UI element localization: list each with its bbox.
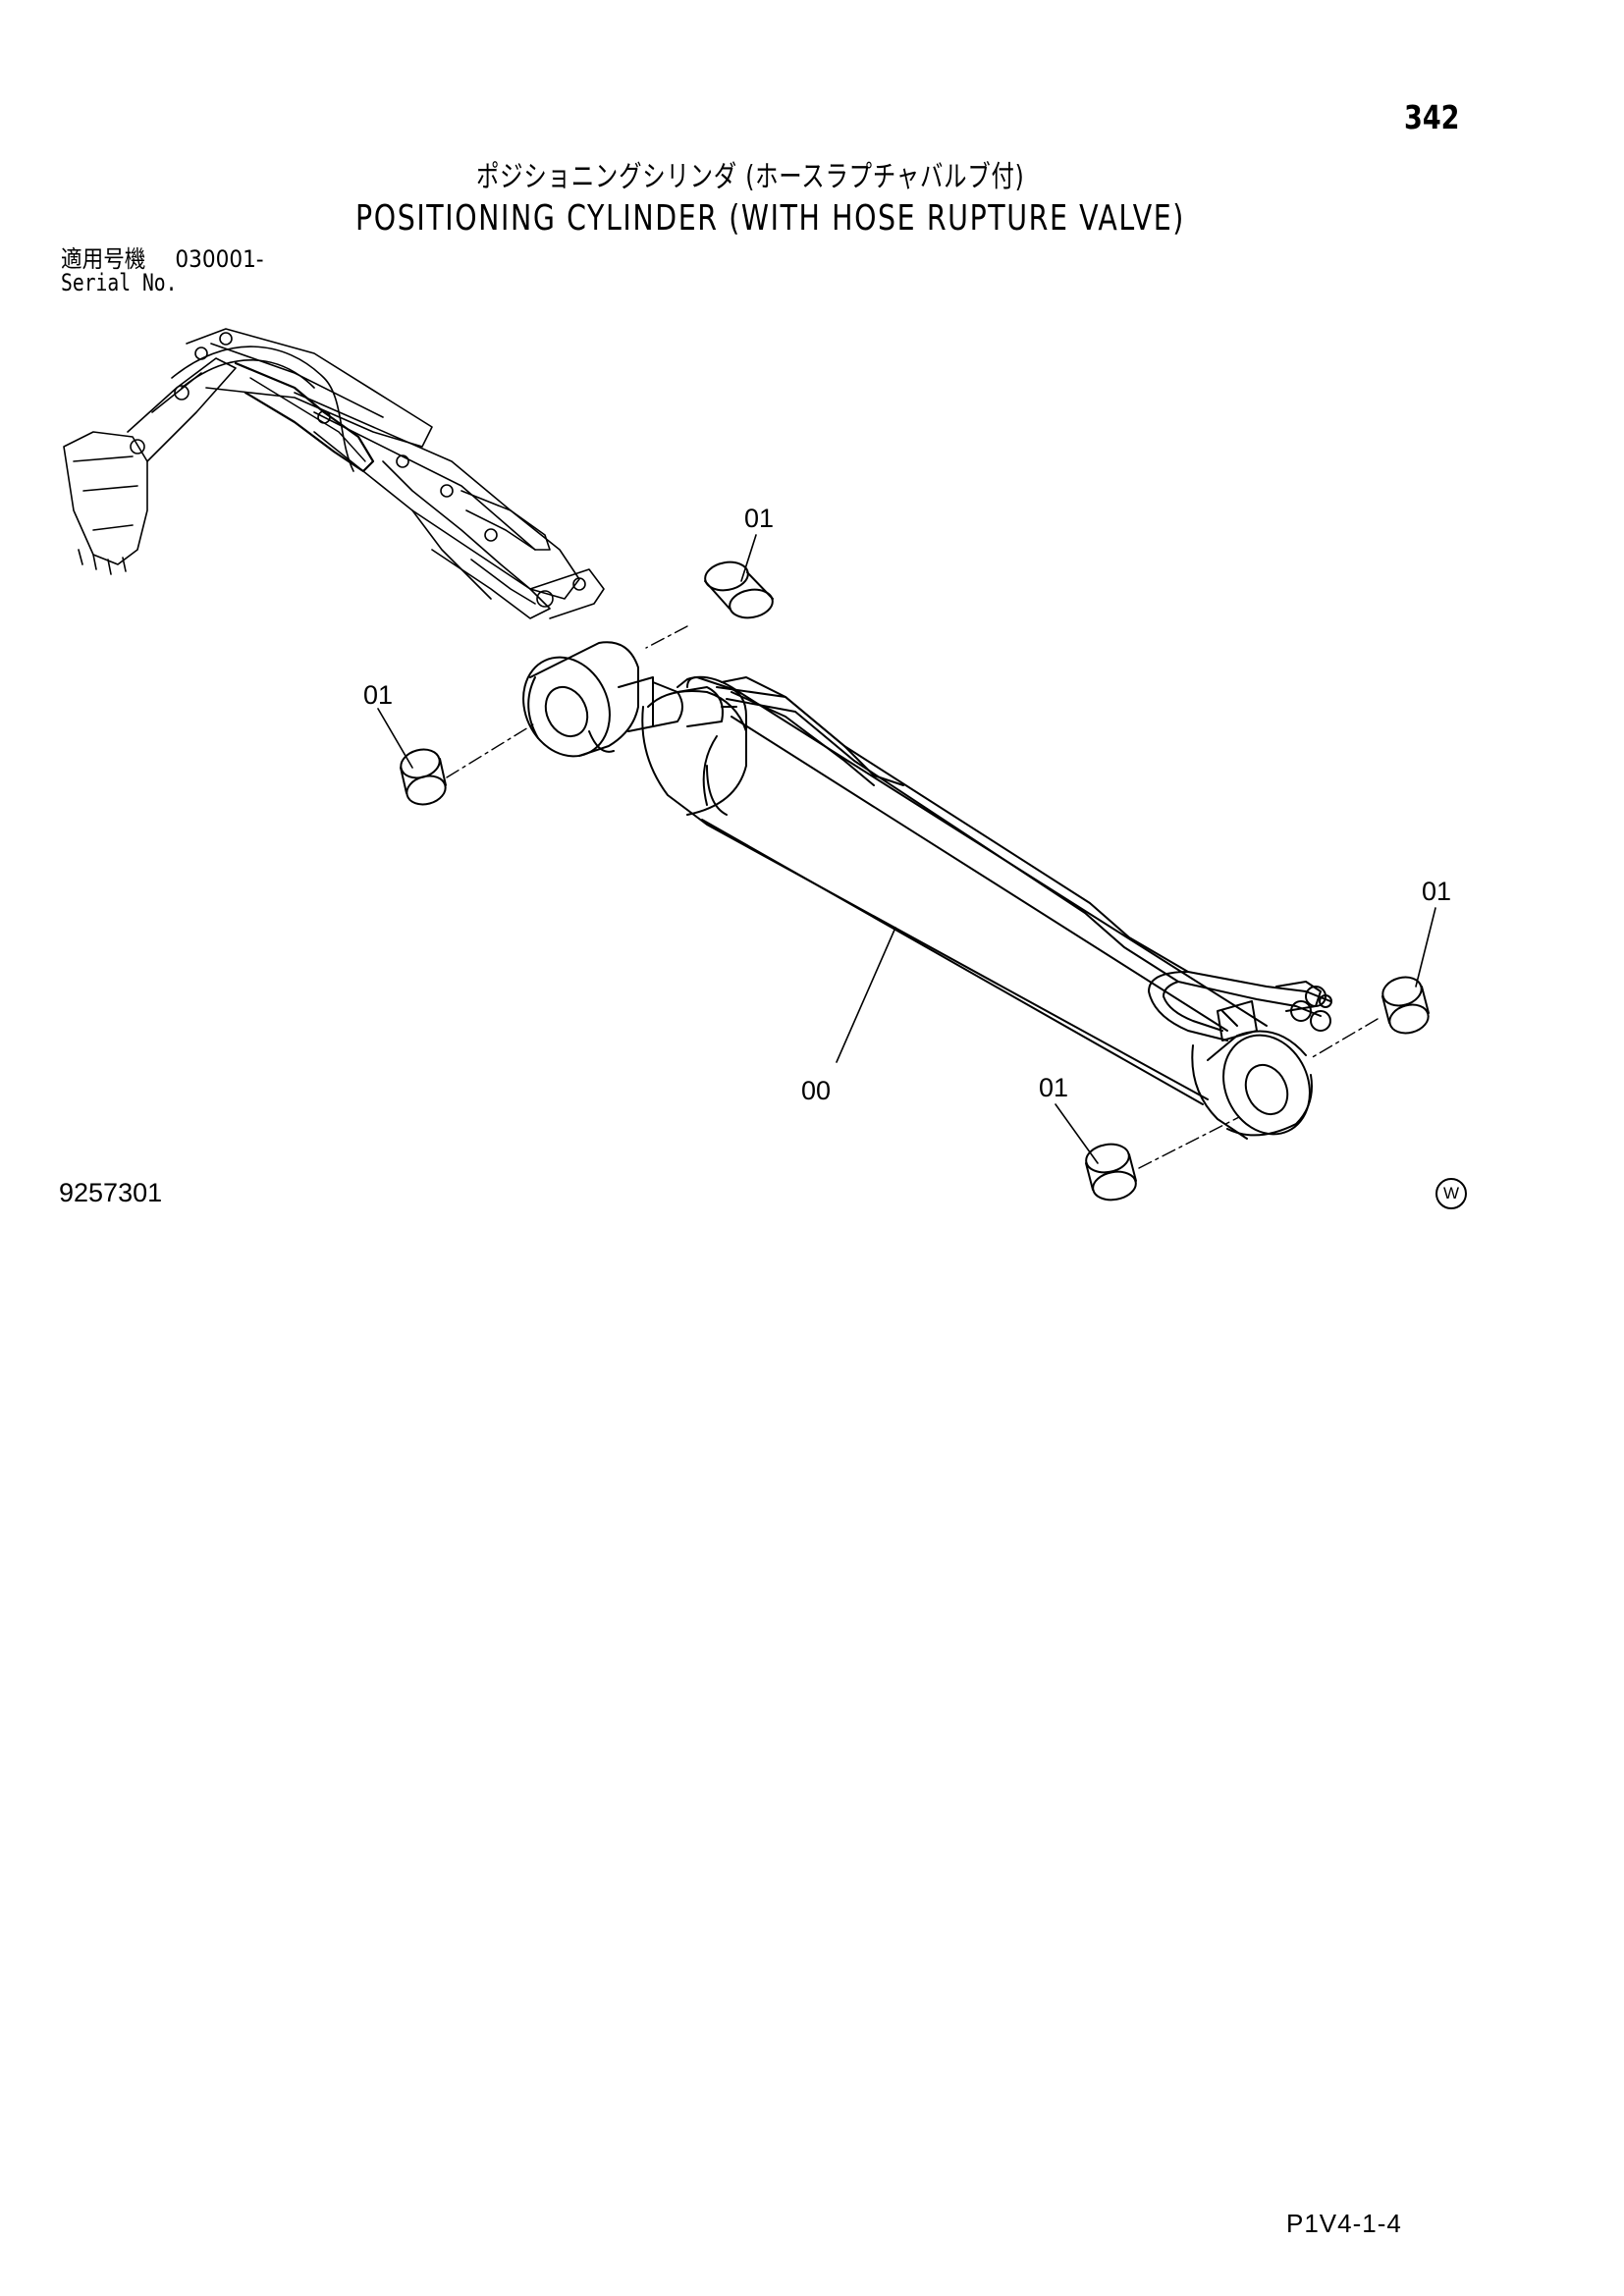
excavator-overview-illustration bbox=[63, 328, 605, 619]
bushing-lower-right bbox=[1381, 976, 1430, 1035]
title-japanese: ポジショニングシリンダ (ホースラプチャバルブ付) bbox=[476, 160, 1025, 194]
serial-value: 030001- bbox=[175, 245, 264, 273]
page-number: 342 bbox=[1404, 98, 1460, 136]
illustration-number: 9257301 bbox=[59, 1178, 163, 1207]
center-lines bbox=[446, 625, 1379, 1169]
callout-bushing-upper-left: 01 bbox=[363, 680, 394, 710]
page-code: P1V4-1-4 bbox=[1286, 2209, 1402, 2238]
serial-label-japanese: 適用号機 bbox=[61, 245, 146, 273]
serial-label-english: Serial No. bbox=[61, 269, 178, 296]
serial-number-block: 適用号機 030001- Serial No. bbox=[61, 247, 287, 294]
callout-bushing-upper-top: 01 bbox=[744, 504, 775, 533]
positioning-cylinder-drawing bbox=[522, 641, 1332, 1140]
callout-bushing-lower-center: 01 bbox=[1039, 1073, 1069, 1102]
bushing-lower-center bbox=[1085, 1143, 1137, 1201]
callout-bushing-lower-right: 01 bbox=[1422, 877, 1452, 906]
w-circle-mark: W bbox=[1435, 1178, 1467, 1209]
callout-cylinder: 00 bbox=[801, 1076, 832, 1105]
leader-lines bbox=[377, 534, 1436, 1164]
bushing-upper-top bbox=[704, 561, 774, 619]
bushing-upper-left bbox=[400, 748, 447, 806]
title-english: POSITIONING CYLINDER (WITH HOSE RUPTURE … bbox=[355, 198, 1185, 239]
